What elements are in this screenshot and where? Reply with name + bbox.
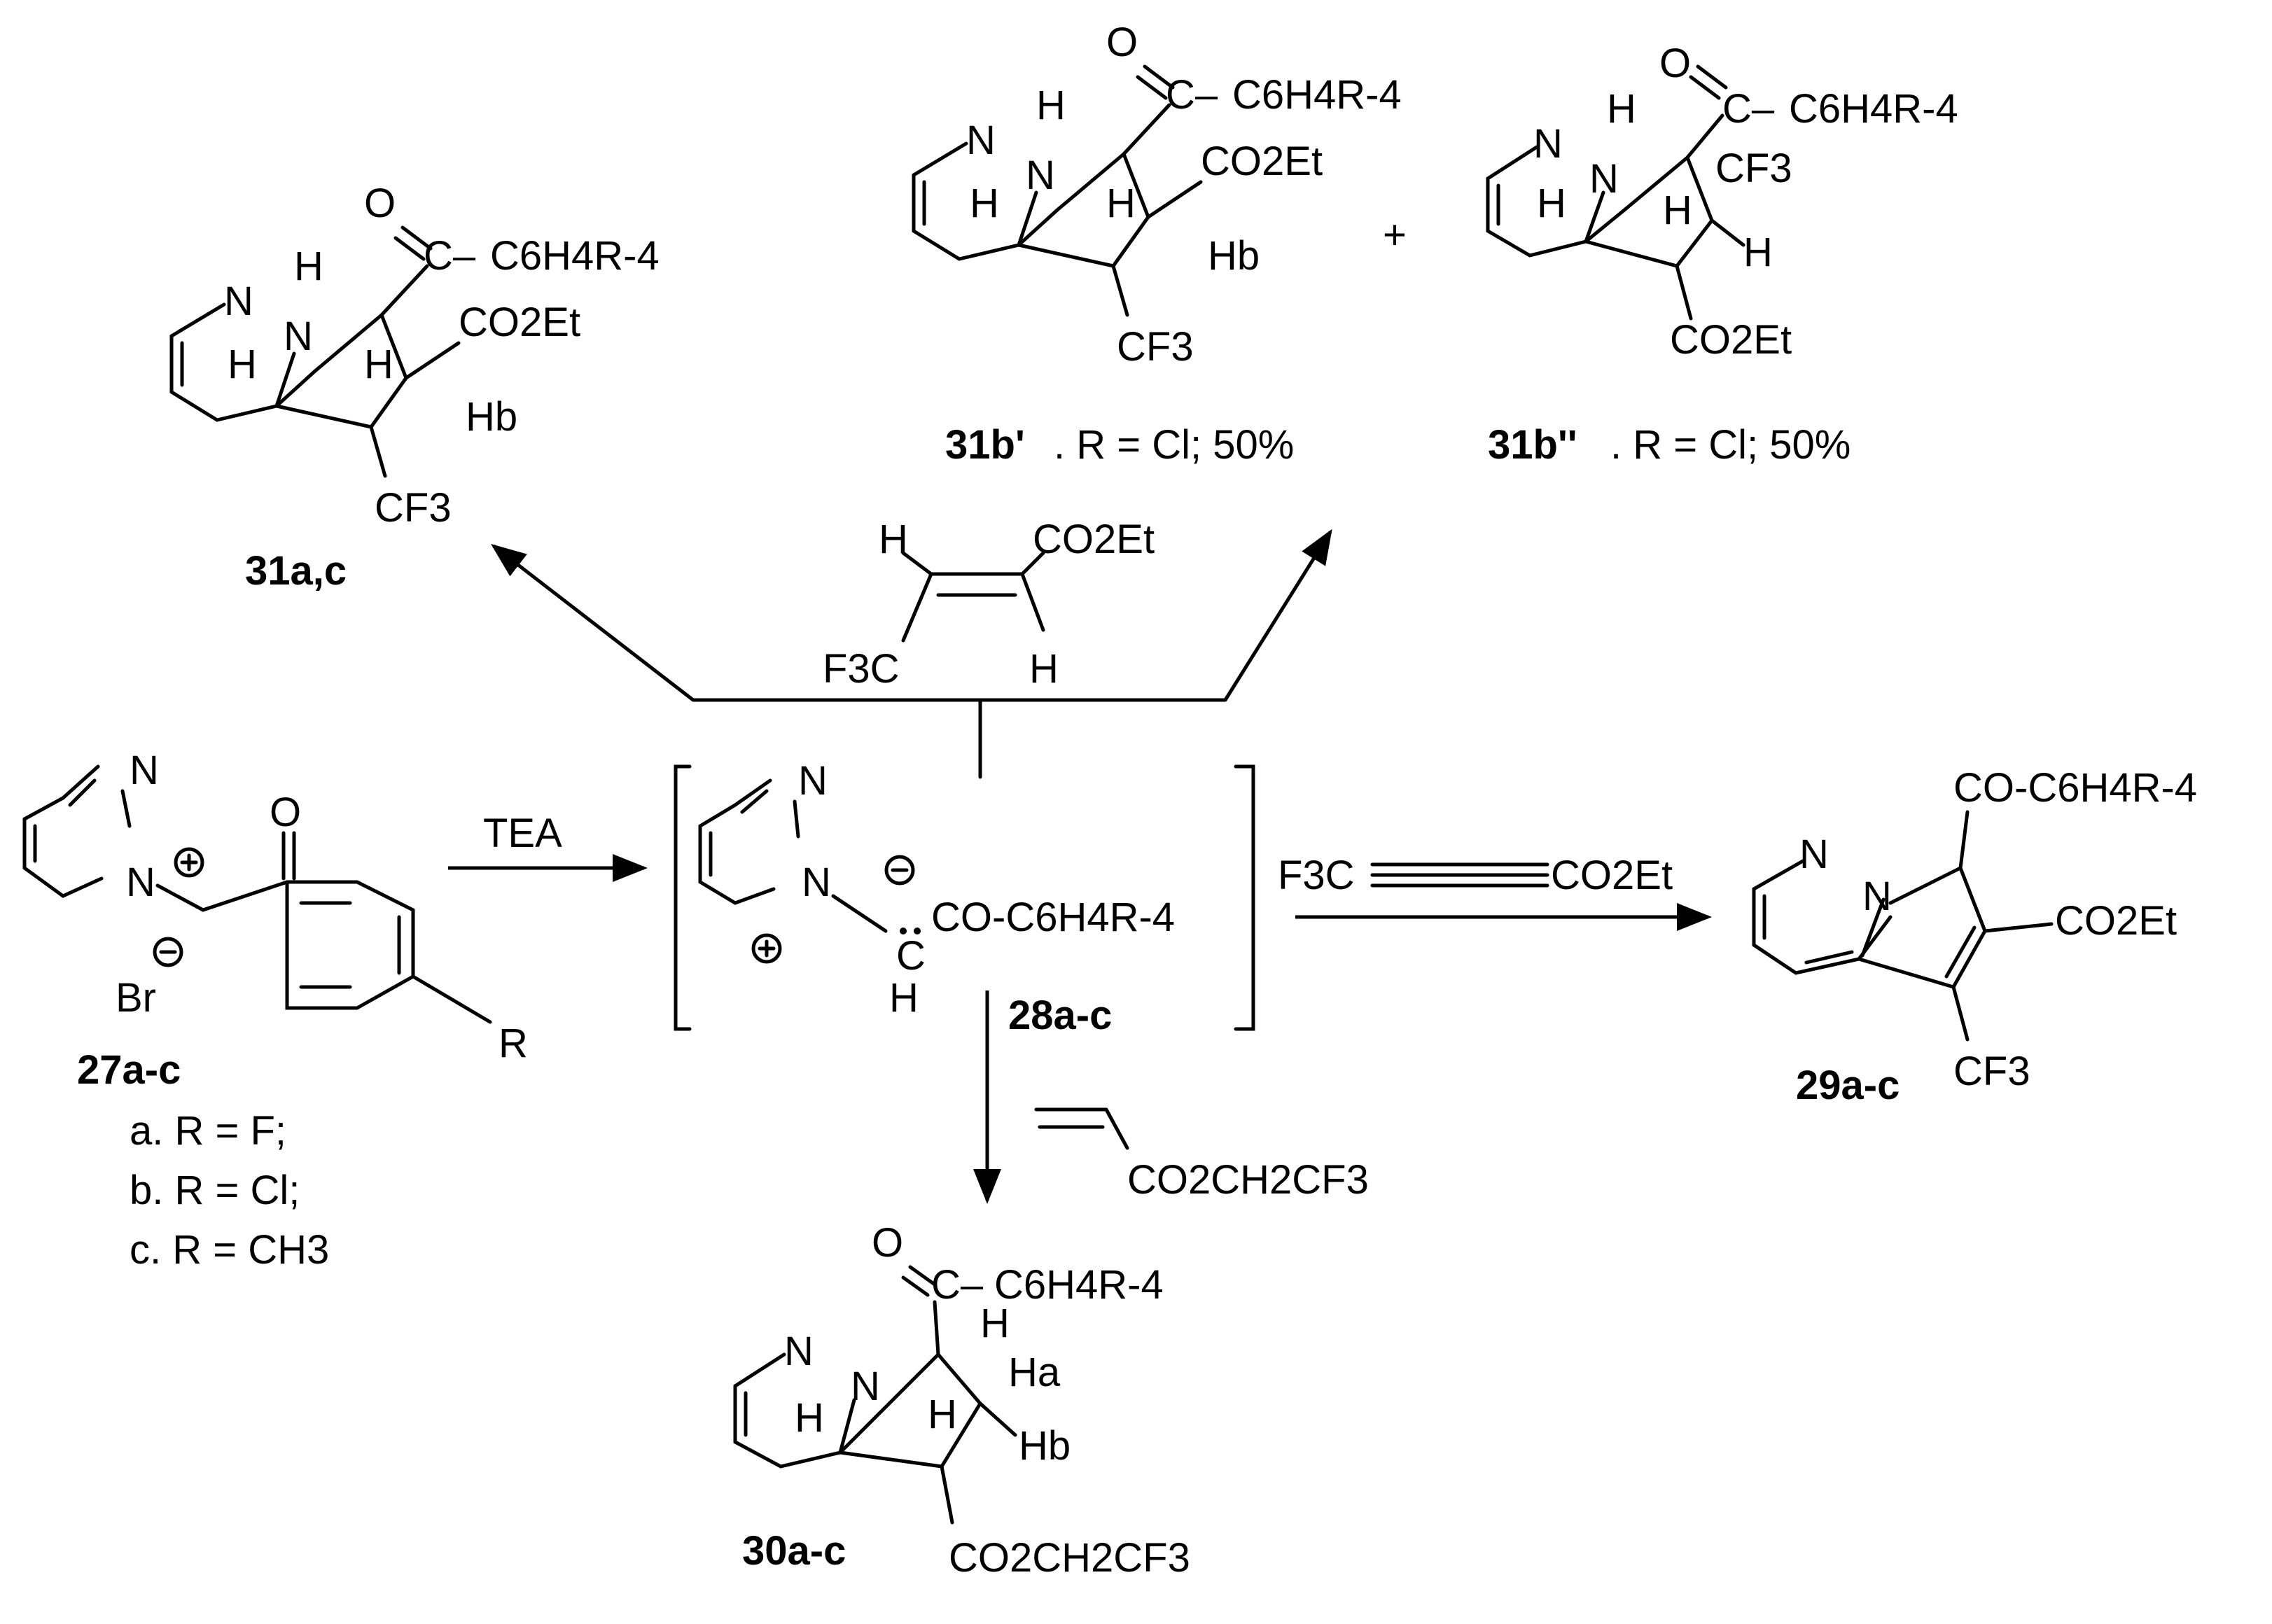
cf3-31b1: CF3 — [1117, 324, 1194, 370]
compound-27-structure — [22, 764, 492, 1024]
o-31ac: O — [364, 181, 396, 226]
n-29-2: N — [1862, 874, 1892, 919]
n-31ac-2: N — [284, 314, 313, 359]
compound-31b1-structure — [912, 64, 1203, 317]
h-30-1: H — [795, 1395, 824, 1441]
cf3-29: CF3 — [1953, 1049, 2030, 1094]
n-label-1: N — [130, 748, 159, 793]
compound-28-structure — [674, 764, 1255, 1031]
compound-31ac-structure — [169, 225, 461, 478]
acyl-31b1: C6H4R-4 — [1232, 72, 1402, 118]
acyl-31b2: C6H4R-4 — [1789, 86, 1958, 132]
alkyne-cf3: F3C — [1278, 853, 1355, 898]
h-30-2: H — [928, 1392, 957, 1437]
n-31b1-2: N — [1026, 153, 1055, 198]
n-31b2-1: N — [1533, 121, 1563, 167]
h-31ac-1: H — [294, 244, 323, 289]
n-30-1: N — [784, 1329, 814, 1374]
plus-sign: + — [1383, 212, 1407, 258]
branch-lines — [491, 528, 1332, 779]
h-31ac-3: H — [364, 342, 393, 387]
compound-31b2-label: 31b'' — [1488, 422, 1577, 468]
n-label-3: N — [798, 758, 828, 804]
compound-30-label: 30a-c — [742, 1528, 846, 1574]
compound-31b1-label: 31b' — [945, 422, 1025, 468]
compound-30-structure — [733, 1265, 1017, 1525]
acyl-30: C6H4R-4 — [994, 1262, 1164, 1308]
alkene-h-bottom: H — [1029, 646, 1059, 692]
n-31ac-1: N — [224, 279, 253, 324]
acrylate-ester: CO2CH2CF3 — [1127, 1157, 1369, 1203]
alkyne-ester: CO2Et — [1551, 853, 1673, 898]
h-31b2-3: H — [1663, 188, 1692, 233]
carbanion-c: C — [896, 933, 926, 979]
c-31ac: C– — [424, 233, 476, 279]
h-31ac-2: H — [228, 342, 257, 387]
ester-30: CO2CH2CF3 — [949, 1535, 1190, 1581]
hb-31b1: Hb — [1208, 233, 1260, 279]
alkene-cf3: F3C — [823, 646, 900, 692]
alkyne-reagent — [1370, 862, 1549, 888]
h-31b2-4: H — [1743, 230, 1773, 275]
hb-30: Hb — [1019, 1423, 1071, 1469]
carbanion-h: H — [889, 975, 919, 1021]
n-29-1: N — [1799, 832, 1829, 877]
h-31b1-3: H — [1106, 181, 1136, 226]
alkene-ester: CO2Et — [1033, 517, 1155, 562]
compound-28-label: 28a-c — [1008, 993, 1112, 1038]
h-31b1-1: H — [1036, 83, 1066, 128]
hb-31ac: Hb — [466, 394, 517, 440]
n-label-2: N — [126, 860, 155, 905]
n-label-4: N — [802, 860, 831, 905]
h-30-3: H — [980, 1301, 1010, 1346]
n-31b1-1: N — [966, 118, 996, 163]
c-31b2: C– — [1722, 86, 1775, 132]
compound-31ac-label: 31a,c — [245, 548, 347, 594]
acyl-29: CO-C6H4R-4 — [1953, 765, 2197, 811]
compound-31b1-note: . R = Cl; 50% — [1054, 422, 1294, 468]
n-31b2-2: N — [1589, 156, 1619, 202]
substituent-b: b. R = Cl; — [130, 1168, 300, 1213]
compound-28-side-chain: CO-C6H4R-4 — [931, 895, 1175, 940]
alkene-h-top: H — [879, 517, 908, 562]
cf3-31b2: CF3 — [1715, 146, 1792, 191]
o-31b2: O — [1659, 41, 1691, 86]
ester-31b2: CO2Et — [1670, 317, 1792, 363]
compound-27-label: 27a-c — [77, 1047, 181, 1093]
tea-label: TEA — [483, 811, 562, 856]
acyl-31ac: C6H4R-4 — [490, 233, 660, 279]
ester-31b1: CO2Et — [1201, 139, 1323, 184]
carbonyl-o: O — [270, 790, 301, 835]
ester-31ac: CO2Et — [459, 300, 580, 345]
n-30-2: N — [851, 1364, 880, 1409]
compound-31b2-structure — [1486, 64, 1745, 321]
c-31b1: C– — [1166, 72, 1218, 118]
h-31b2-2: H — [1537, 181, 1566, 226]
cf3-31ac: CF3 — [375, 485, 452, 531]
ester-29: CO2Et — [2055, 898, 2177, 944]
bromide-label: Br — [116, 975, 156, 1021]
substituent-c: c. R = CH3 — [130, 1227, 329, 1273]
o-31b1: O — [1106, 20, 1138, 65]
h-31b1-2: H — [970, 181, 999, 226]
compound-31b2-note: . R = Cl; 50% — [1610, 422, 1851, 468]
r-substituent: R — [499, 1021, 528, 1066]
h-31b2-1: H — [1607, 86, 1636, 132]
c-30: C– — [931, 1262, 984, 1308]
ha-30: Ha — [1008, 1350, 1061, 1395]
compound-29-label: 29a-c — [1796, 1063, 1900, 1108]
substituent-a: a. R = F; — [130, 1108, 286, 1154]
o-30: O — [872, 1220, 903, 1266]
compound-29-structure — [1752, 810, 2054, 1042]
acrylate-reagent — [1034, 1107, 1129, 1150]
